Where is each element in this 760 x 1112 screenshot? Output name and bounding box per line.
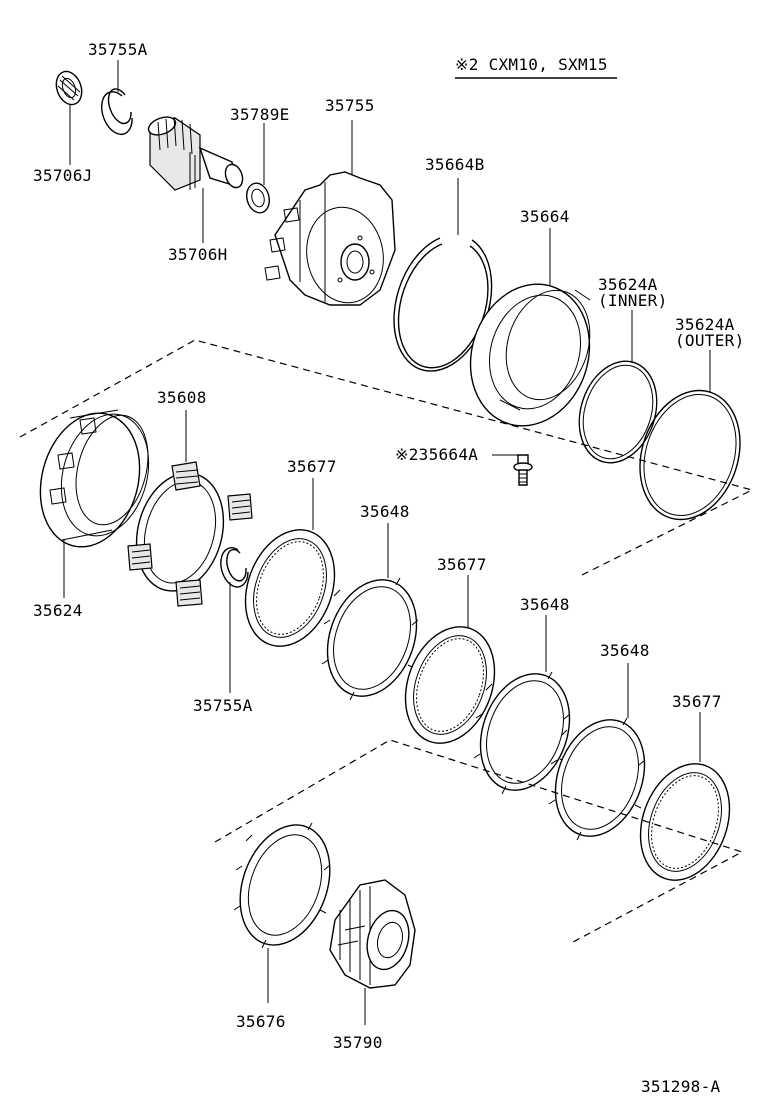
note-label: ※2 CXM10, SXM15	[455, 55, 608, 74]
diagram-id: 351298-A	[641, 1077, 721, 1096]
label-35755A-top: 35755A	[88, 40, 148, 59]
clutch-plate-35677-a[interactable]	[230, 517, 350, 658]
piston-35664[interactable]	[453, 269, 608, 442]
hub-35790[interactable]	[329, 879, 416, 989]
label-35624A-inner: 35624A	[598, 275, 658, 294]
snap-ring-35755A-top[interactable]	[101, 88, 133, 135]
thrust-bearing-35706J[interactable]	[52, 68, 86, 108]
label-35648-a: 35648	[360, 502, 410, 521]
spring-retainer-35608[interactable]	[124, 461, 253, 607]
label-35706H: 35706H	[168, 245, 228, 264]
o-ring-35624A-inner[interactable]	[567, 351, 670, 473]
label-35755: 35755	[325, 96, 375, 115]
group-boundary-upper	[19, 339, 754, 578]
label-35624: 35624	[33, 601, 83, 620]
snap-ring-35755A-mid[interactable]	[220, 547, 249, 588]
shaft-35706H[interactable]	[146, 114, 246, 191]
label-35648-b: 35648	[520, 595, 570, 614]
clutch-disc-35648-b[interactable]	[465, 661, 585, 802]
label-35648-c: 35648	[600, 641, 650, 660]
label-35664B: 35664B	[425, 155, 485, 174]
flange-35676[interactable]	[224, 812, 345, 957]
label-35677-a: 35677	[287, 457, 337, 476]
label-35677-b: 35677	[437, 555, 487, 574]
label-35664: 35664	[520, 207, 570, 226]
label-35790: 35790	[333, 1033, 383, 1052]
washer-35789E[interactable]	[243, 181, 272, 216]
label-35789E: 35789E	[230, 105, 290, 124]
snap-ring-35664B[interactable]	[393, 237, 493, 372]
label-35677-c: 35677	[672, 692, 722, 711]
clutch-plate-35677-b[interactable]	[390, 614, 510, 755]
bolt-35664A[interactable]	[513, 454, 533, 486]
clutch-plate-35677-c[interactable]	[625, 751, 745, 892]
clutch-disc-35648-c[interactable]	[540, 707, 660, 848]
label-35706J: 35706J	[33, 166, 93, 185]
label-35624A-inner-sub: (INNER)	[598, 291, 668, 310]
cylinder-35624[interactable]	[26, 402, 162, 558]
label-35608: 35608	[157, 388, 207, 407]
label-35755A-mid: 35755A	[193, 696, 253, 715]
group-boundary-lower	[214, 739, 744, 943]
label-35676: 35676	[236, 1012, 286, 1031]
clutch-drum-35755[interactable]	[264, 171, 396, 309]
clutch-disc-35648-a[interactable]	[312, 567, 432, 708]
label-35624A-outer-sub: (OUTER)	[675, 331, 745, 350]
label-35664A: ※235664A	[395, 445, 478, 464]
label-35624A-outer: 35624A	[675, 315, 735, 334]
o-ring-35624A-outer[interactable]	[624, 377, 756, 532]
